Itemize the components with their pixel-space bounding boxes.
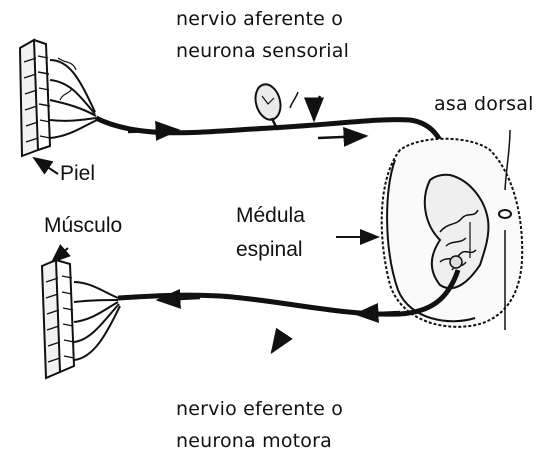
skin-label: Piel: [60, 162, 95, 186]
efferent-arrows: [158, 298, 400, 352]
spinal-cord-label-line1: Médula: [236, 204, 305, 228]
muscle-label: Músculo: [44, 214, 122, 238]
efferent-label-line2: neurona motora: [176, 430, 332, 452]
spinal-cord: [382, 130, 522, 330]
spinal-cord-label-line2: espinal: [236, 238, 303, 262]
skin-tissue: [20, 40, 97, 156]
dorsal-horn-label: asa dorsal: [434, 93, 534, 115]
afferent-label-line1: nervio aferente o: [176, 8, 343, 30]
afferent-label-line2: neurona sensorial: [176, 40, 349, 62]
efferent-label-line1: nervio eferente o: [176, 398, 343, 420]
muscle-tissue: [42, 260, 120, 378]
